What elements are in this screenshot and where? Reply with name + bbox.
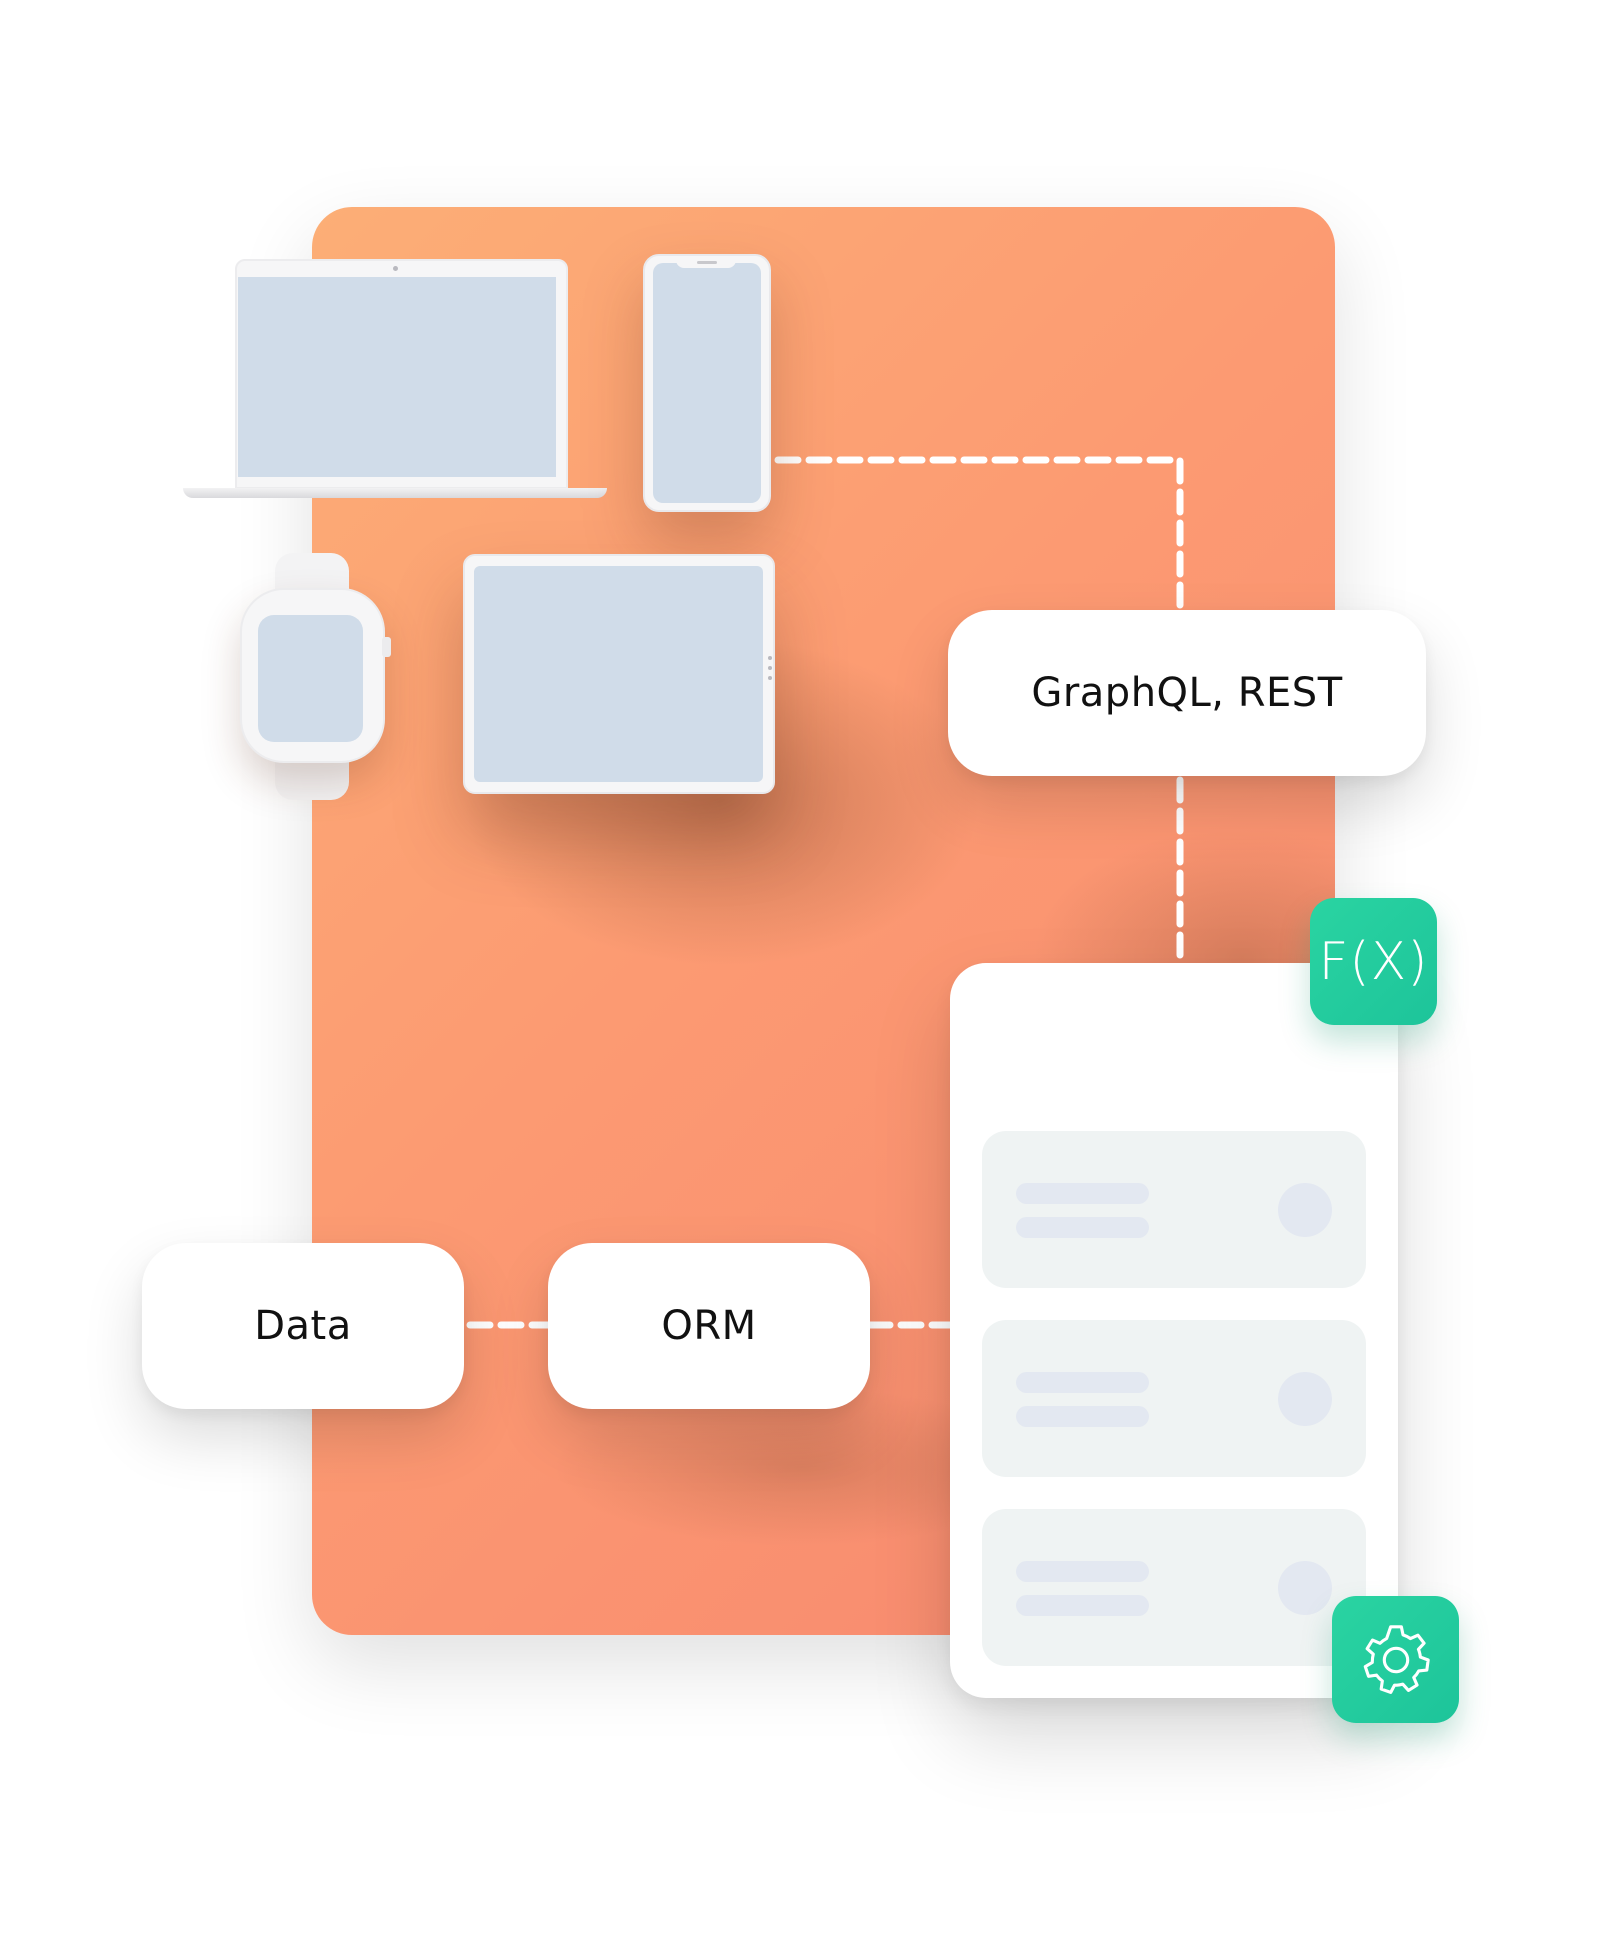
function-icon: F(X) xyxy=(1318,931,1429,992)
phone-speaker xyxy=(697,261,717,264)
server-row-line xyxy=(1016,1372,1149,1393)
server-row-line xyxy=(1016,1406,1149,1427)
data-node: Data xyxy=(142,1243,464,1409)
server-row-indicator xyxy=(1278,1183,1332,1237)
phone-screen xyxy=(653,263,761,503)
server-row-indicator xyxy=(1278,1372,1332,1426)
tablet-button xyxy=(768,666,772,670)
api-node: GraphQL, REST xyxy=(948,610,1426,776)
laptop-camera xyxy=(393,266,398,271)
server-row-line xyxy=(1016,1561,1149,1582)
function-badge: F(X) xyxy=(1310,898,1437,1025)
data-node-label: Data xyxy=(254,1303,352,1349)
tablet-button xyxy=(768,676,772,680)
server-row-indicator xyxy=(1278,1561,1332,1615)
server-row xyxy=(982,1320,1366,1477)
server-row xyxy=(982,1509,1366,1666)
orm-node: ORM xyxy=(548,1243,870,1409)
orm-node-label: ORM xyxy=(661,1303,757,1349)
laptop-screen xyxy=(238,277,556,477)
api-node-label: GraphQL, REST xyxy=(1031,670,1343,716)
watch-crown xyxy=(382,637,391,657)
gear-icon xyxy=(1363,1624,1430,1694)
server-row-line xyxy=(1016,1595,1149,1616)
server-node xyxy=(950,963,1398,1698)
watch-screen xyxy=(258,615,363,742)
tablet-button xyxy=(768,656,772,660)
phone-notch xyxy=(676,260,736,268)
server-row xyxy=(982,1131,1366,1288)
tablet-screen xyxy=(474,566,763,782)
laptop-base xyxy=(183,488,607,498)
settings-badge xyxy=(1332,1596,1459,1723)
server-row-line xyxy=(1016,1183,1149,1204)
server-row-line xyxy=(1016,1217,1149,1238)
